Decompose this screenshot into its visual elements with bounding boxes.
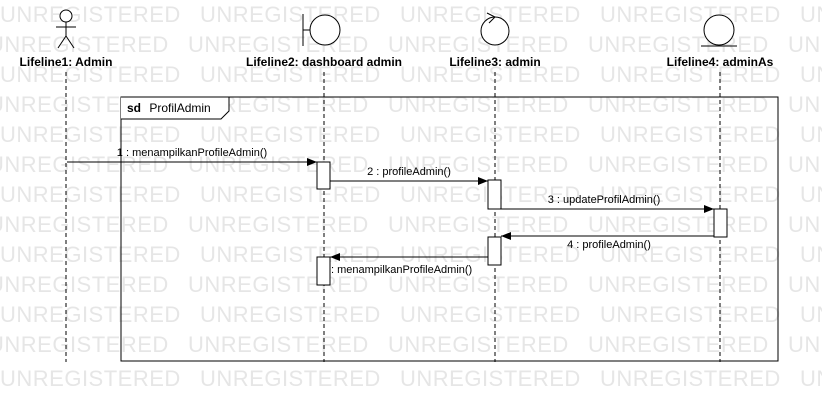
watermark-text: UNREGISTERED [0,152,169,177]
watermark-text: UNREGISTERED [800,122,822,147]
watermark-text: UNREGISTERED [0,332,169,357]
message-label-4: 4 : profileAdmin() [567,239,651,251]
watermark-text: UNREGISTERED [400,366,581,391]
watermark: UNREGISTERED UNREGISTERED UNREGISTERED UNRE… [0,2,822,391]
watermark-text: UNREGISTERED [788,152,822,177]
watermark-text: UNREGISTERED [388,212,569,237]
watermark-text: UNREGISTERED [400,302,581,327]
watermark-text: UNREGISTERED [188,32,369,57]
frame-keyword: sd [127,101,141,115]
message-label-1: 1 : menampilkanProfileAdmin() [117,147,267,159]
watermark-text: UNREGISTERED [800,182,822,207]
watermark-text: UNREGISTERED [0,122,181,147]
watermark-text: UNREGISTERED [188,272,369,297]
watermark-text: UNREGISTERED [800,2,822,27]
watermark-text: UNREGISTERED [200,62,381,87]
watermark-text: UNREGISTERED [400,62,581,87]
control-icon [480,12,510,46]
watermark-text: UNREGISTERED [600,62,781,87]
watermark-text: UNREGISTERED [0,62,181,87]
watermark-text: UNREGISTERED [800,242,822,267]
frame-name: ProfilAdmin [149,101,210,115]
watermark-text: UNREGISTERED [588,272,769,297]
actor-icon [56,9,76,49]
watermark-text: UNREGISTERED [0,302,181,327]
watermark-text: UNREGISTERED [388,32,569,57]
sd-frame: sd ProfilAdmin [120,96,779,362]
watermark-text: UNREGISTERED [800,302,822,327]
frame-title: sd ProfilAdmin [127,101,211,115]
watermark-text: UNREGISTERED [600,302,781,327]
activation-bar-dashboard-1 [316,161,331,190]
watermark-text: UNREGISTERED [388,272,569,297]
watermark-text: UNREGISTERED [788,32,822,57]
watermark-text: UNREGISTERED [600,182,781,207]
watermark-text: UNREGISTERED [0,212,169,237]
lifeline-label-admin-as: Lifeline4: adminAs [667,55,774,69]
watermark-text: UNREGISTERED [788,212,822,237]
watermark-text: UNREGISTERED [200,366,381,391]
watermark-text: UNREGISTERED [588,32,769,57]
watermark-text: UNREGISTERED [200,302,381,327]
message-label-5: : menampilkanProfileAdmin() [331,264,472,276]
activation-bar-admin-2 [487,236,502,266]
watermark-text: UNREGISTERED [188,152,369,177]
watermark-text: UNREGISTERED [388,152,569,177]
watermark-text: UNREGISTERED [188,212,369,237]
watermark-text: UNREGISTERED [788,272,822,297]
watermark-text: UNREGISTERED [0,242,181,267]
watermark-text: UNREGISTERED [588,332,769,357]
lifeline-label-dashboard-admin: Lifeline2: dashboard admin [246,55,402,69]
watermark-text: UNREGISTERED [0,182,181,207]
activation-bar-dashboard-2 [316,256,331,286]
watermark-text: UNREGISTERED [388,332,569,357]
watermark-text: UNREGISTERED [600,122,781,147]
boundary-icon [302,14,341,46]
watermark-text: UNREGISTERED [200,2,381,27]
watermark-text: UNREGISTERED [388,92,569,117]
watermark-text: UNREGISTERED [400,122,581,147]
watermark-text: UNREGISTERED [188,332,369,357]
watermark-text: UNREGISTERED [588,92,769,117]
watermark-text: UNREGISTERED [200,182,381,207]
watermark-text: UNREGISTERED [0,2,181,27]
watermark-text: UNREGISTERED [788,92,822,117]
watermark-text: UNREGISTERED [788,332,822,357]
watermark-text: UNREGISTERED [600,242,781,267]
activation-bar-admin-as [713,208,728,238]
activation-bar-admin-1 [487,179,502,210]
lifeline-label-admin-control: Lifeline3: admin [449,55,540,69]
watermark-text: UNREGISTERED [800,366,822,391]
watermark-text: UNREGISTERED [0,366,181,391]
watermark-text: UNREGISTERED [200,242,381,267]
message-label-2: 2 : profileAdmin() [367,166,451,178]
watermark-text: UNREGISTERED [0,272,169,297]
entity-icon [701,14,737,47]
watermark-text: UNREGISTERED [588,212,769,237]
lifeline-label-admin: Lifeline1: Admin [20,55,113,69]
watermark-text: UNREGISTERED [0,32,169,57]
watermark-text: UNREGISTERED [600,2,781,27]
watermark-text: UNREGISTERED [588,152,769,177]
message-label-3: 3 : updateProfilAdmin() [548,194,661,206]
watermark-text: UNREGISTERED [800,62,822,87]
watermark-text: UNREGISTERED [600,366,781,391]
watermark-text: UNREGISTERED [200,122,381,147]
